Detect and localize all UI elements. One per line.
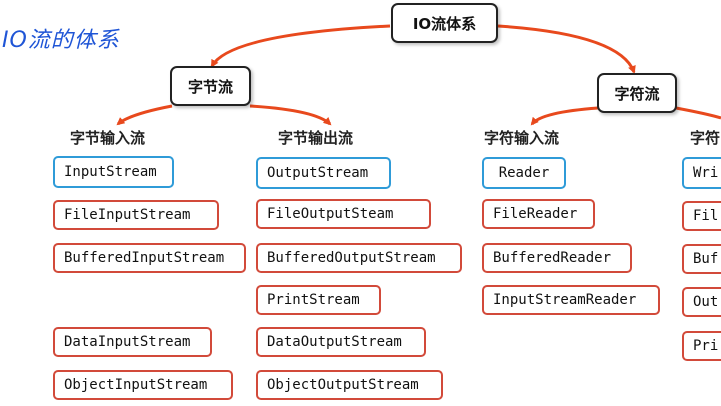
class-box-bufferedwriter: Buf: [682, 244, 721, 274]
class-box-outputstreamwriter: Out: [682, 287, 721, 317]
diagram-title: IO流的体系: [2, 28, 120, 53]
class-box-writer: Wri: [682, 157, 721, 189]
char-stream-node: 字符流: [597, 73, 677, 113]
class-box-objectoutputstream: ObjectOutputStream: [256, 370, 443, 400]
class-box-filereader: FileReader: [482, 199, 595, 229]
arrow-byte-to-output: [249, 104, 332, 126]
class-box-bufferedinputstream: BufferedInputStream: [53, 243, 246, 273]
class-box-filewriter: Fil: [682, 201, 721, 231]
class-box-datainputstream: DataInputStream: [53, 327, 212, 357]
class-box-fileinputstream: FileInputStream: [53, 200, 219, 230]
arrow-char-to-input: [530, 106, 599, 126]
class-box-reader: Reader: [482, 157, 566, 189]
class-box-outputstream: OutputStream: [256, 157, 391, 189]
arrow-char-to-output: [675, 106, 721, 120]
class-box-printwriter: Pri: [682, 331, 721, 361]
class-box-bufferedreader: BufferedReader: [482, 243, 632, 273]
class-box-dataoutputstream: DataOutputStream: [256, 327, 426, 357]
class-box-fileoutputsteam: FileOutputSteam: [256, 199, 431, 229]
root-node: IO流体系: [391, 3, 498, 43]
arrow-root-to-byte: [210, 24, 391, 68]
class-box-inputstream: InputStream: [53, 156, 174, 188]
arrow-byte-to-input: [116, 104, 173, 126]
category-byte-input: 字节输入流: [70, 129, 146, 147]
class-box-objectinputstream: ObjectInputStream: [53, 370, 233, 400]
class-box-bufferedoutputstream: BufferedOutputStream: [256, 243, 462, 273]
arrow-root-to-char: [497, 24, 636, 74]
category-char-output: 字符: [690, 129, 721, 147]
class-box-printstream: PrintStream: [256, 285, 381, 315]
category-byte-output: 字节输出流: [278, 129, 354, 147]
category-char-input: 字符输入流: [484, 129, 560, 147]
class-box-inputstreamreader: InputStreamReader: [482, 285, 660, 315]
byte-stream-node: 字节流: [170, 66, 251, 106]
